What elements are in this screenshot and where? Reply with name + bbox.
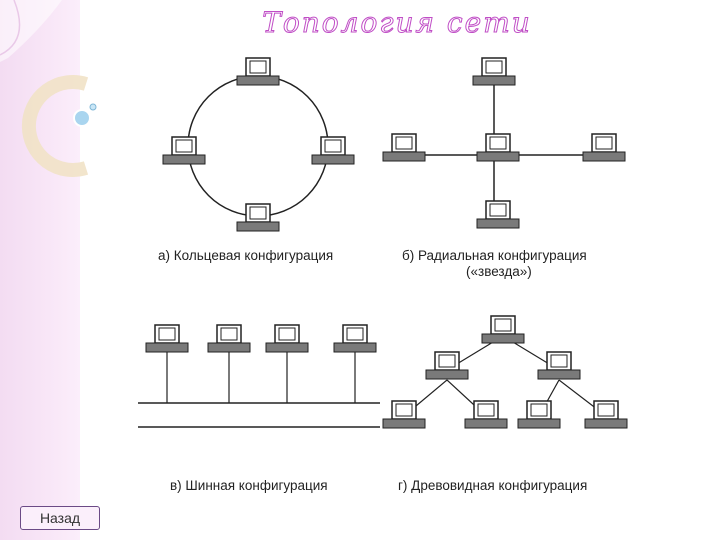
ring-computer-top bbox=[236, 57, 280, 86]
star-topology bbox=[382, 57, 626, 229]
tree-computer-leaf bbox=[382, 400, 426, 429]
bus-computer bbox=[145, 324, 189, 353]
caption-star-line2: («звезда») bbox=[466, 264, 532, 279]
deco-bubble-large bbox=[73, 109, 91, 127]
star-computer-left bbox=[382, 133, 426, 162]
star-computer-top bbox=[472, 57, 516, 86]
tree-computer-leaf bbox=[517, 400, 561, 429]
caption-star-line1: б) Радиальная конфигурация bbox=[402, 248, 587, 263]
bus-topology bbox=[138, 324, 380, 428]
star-computer-right bbox=[582, 133, 626, 162]
ring-computer-left bbox=[162, 136, 206, 165]
ring-computer-right bbox=[311, 136, 355, 165]
bus-computer bbox=[207, 324, 251, 353]
caption-ring: а) Кольцевая конфигурация bbox=[158, 248, 334, 263]
corner-line bbox=[0, 0, 21, 56]
bus-computer bbox=[333, 324, 377, 353]
tree-computer-mid-right bbox=[537, 351, 581, 380]
back-button[interactable]: Назад bbox=[20, 506, 100, 530]
page-title: Топология сети bbox=[262, 6, 532, 40]
ring-cable bbox=[187, 75, 329, 217]
sidebar-decoration bbox=[0, 0, 97, 177]
ring-computer-bottom bbox=[236, 203, 280, 232]
caption-bus: в) Шинная конфигурация bbox=[170, 478, 328, 493]
deco-arc bbox=[21, 75, 89, 177]
deco-bubble-small bbox=[89, 103, 97, 111]
tree-computer-mid-left bbox=[425, 351, 469, 380]
ring-topology bbox=[162, 57, 355, 232]
tree-computer-leaf bbox=[464, 400, 508, 429]
tree-computer-root bbox=[481, 315, 525, 344]
tree-topology bbox=[382, 315, 628, 429]
star-computer-bottom bbox=[476, 200, 520, 229]
bus-computer bbox=[265, 324, 309, 353]
corner-swirl bbox=[0, 0, 62, 62]
star-computer-center bbox=[476, 133, 520, 162]
caption-tree: г) Древовидная конфигурация bbox=[398, 478, 588, 493]
